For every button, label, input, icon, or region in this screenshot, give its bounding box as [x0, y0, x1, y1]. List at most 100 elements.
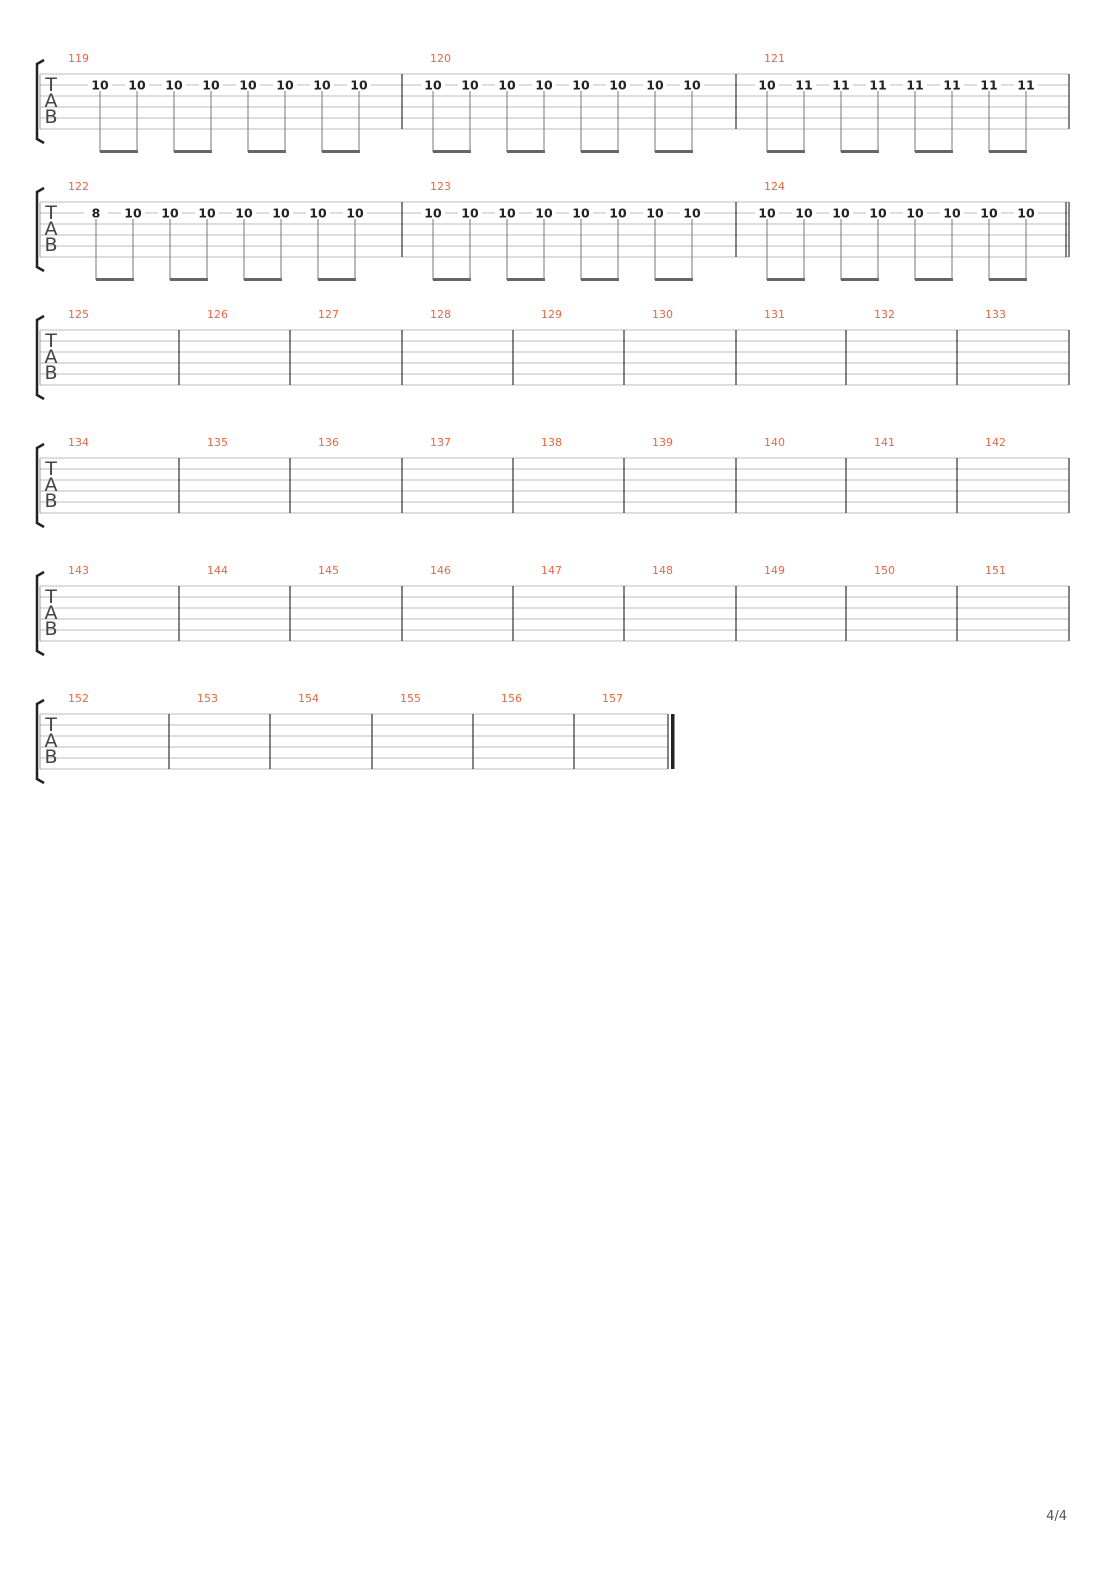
measure-number: 152	[68, 692, 89, 705]
tab-clef-letter: A	[45, 218, 58, 240]
beam	[841, 278, 879, 281]
measure-number: 132	[874, 308, 895, 321]
measure-number: 145	[318, 564, 339, 577]
measure-number: 142	[985, 436, 1006, 449]
fret-background	[569, 79, 593, 91]
fret-background	[195, 207, 219, 219]
fret-background	[88, 79, 112, 91]
beam	[581, 278, 619, 281]
beam	[655, 150, 693, 153]
system-bracket	[35, 442, 45, 529]
fret-number: 10	[161, 206, 179, 221]
measure-number: 138	[541, 436, 562, 449]
measure-number: 150	[874, 564, 895, 577]
measure-number: 139	[652, 436, 673, 449]
fret-number: 10	[461, 78, 479, 93]
beam	[915, 278, 953, 281]
fret-background	[125, 79, 149, 91]
fret-background	[903, 207, 927, 219]
fret-background	[792, 79, 816, 91]
fret-number: 11	[980, 78, 997, 93]
measure-number: 140	[764, 436, 785, 449]
fret-background	[458, 79, 482, 91]
fret-number: 10	[572, 206, 590, 221]
fret-background	[1014, 79, 1038, 91]
beam	[433, 150, 471, 153]
tab-clef-letter: A	[45, 90, 58, 112]
fret-number: 10	[683, 78, 701, 93]
tab-clef-letter: B	[44, 362, 57, 384]
tab-clef-letter: T	[44, 714, 57, 736]
beam	[433, 278, 471, 281]
tab-clef-letter: A	[45, 602, 58, 624]
beam	[507, 150, 545, 153]
system-bracket	[35, 58, 45, 145]
system-bracket	[35, 698, 45, 785]
measure-number: 131	[764, 308, 785, 321]
system-bracket	[35, 314, 45, 401]
fret-number: 10	[572, 78, 590, 93]
fret-background	[977, 207, 1001, 219]
fret-number: 11	[869, 78, 886, 93]
measure-number: 124	[764, 180, 785, 193]
measure-number: 154	[298, 692, 319, 705]
fret-background	[236, 79, 260, 91]
fret-background	[269, 207, 293, 219]
measure-number: 155	[400, 692, 421, 705]
fret-number: 10	[980, 206, 998, 221]
fret-number: 10	[498, 206, 516, 221]
beam	[170, 278, 208, 281]
fret-background	[829, 207, 853, 219]
beam	[989, 278, 1027, 281]
measure-number: 147	[541, 564, 562, 577]
fret-background	[829, 79, 853, 91]
measure-number: 146	[430, 564, 451, 577]
fret-background	[421, 79, 445, 91]
tab-clef-letter: A	[45, 730, 58, 752]
fret-number: 10	[128, 78, 146, 93]
fret-background	[940, 79, 964, 91]
fret-number: 10	[646, 206, 664, 221]
fret-background	[421, 207, 445, 219]
measure-number: 127	[318, 308, 339, 321]
fret-background	[532, 207, 556, 219]
fret-number: 10	[461, 206, 479, 221]
fret-number: 10	[350, 78, 368, 93]
fret-background	[84, 207, 108, 219]
beam	[915, 150, 953, 153]
tab-clef-letter: T	[44, 586, 57, 608]
measure-number: 123	[430, 180, 451, 193]
fret-number: 10	[165, 78, 183, 93]
beam	[318, 278, 356, 281]
measure-number: 156	[501, 692, 522, 705]
fret-number: 10	[235, 206, 253, 221]
measure-number: 125	[68, 308, 89, 321]
fret-number: 10	[91, 78, 109, 93]
measure-number: 119	[68, 52, 89, 65]
fret-background	[866, 79, 890, 91]
measure-number: 144	[207, 564, 228, 577]
fret-background	[903, 79, 927, 91]
tab-clef-letter: T	[44, 458, 57, 480]
beam	[507, 278, 545, 281]
fret-number: 10	[535, 206, 553, 221]
fret-number: 10	[424, 78, 442, 93]
fret-number: 10	[683, 206, 701, 221]
fret-background	[162, 79, 186, 91]
tab-clef-letter: T	[44, 330, 57, 352]
fret-number: 10	[198, 206, 216, 221]
tab-clef-letter: A	[45, 346, 58, 368]
measure-number: 151	[985, 564, 1006, 577]
measure-number: 137	[430, 436, 451, 449]
tab-clef-letter: A	[45, 474, 58, 496]
fret-background	[755, 79, 779, 91]
measure-number: 148	[652, 564, 673, 577]
fret-number: 10	[832, 206, 850, 221]
fret-number: 10	[795, 206, 813, 221]
